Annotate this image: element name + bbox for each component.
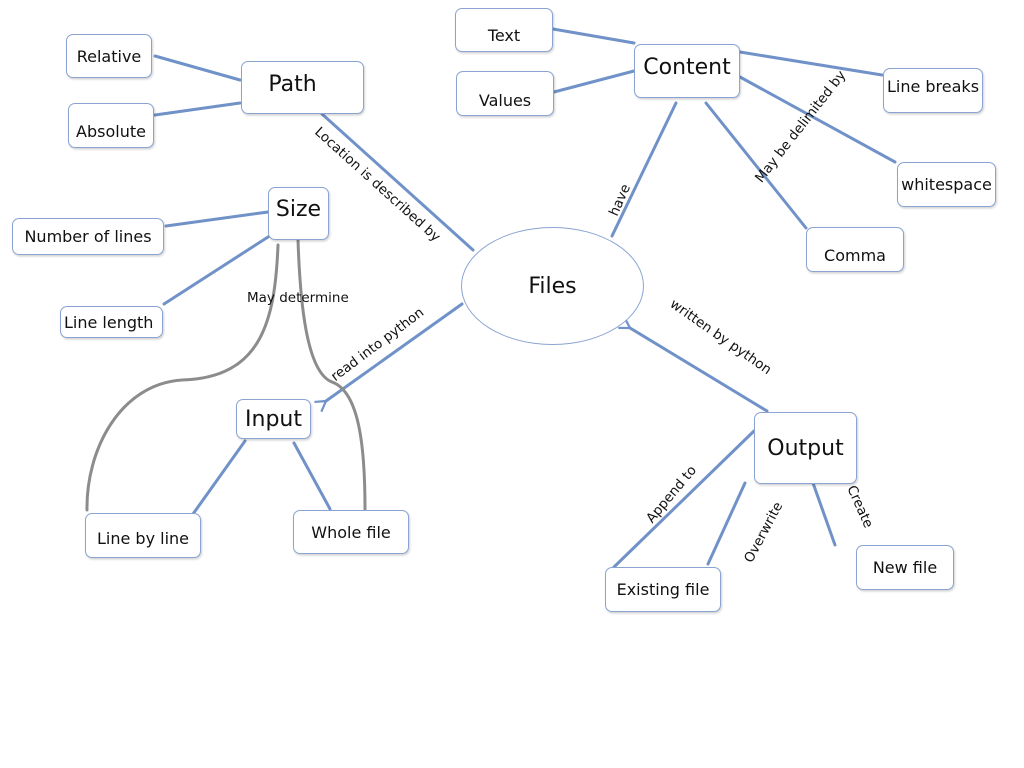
node-content[interactable]: Content [634,44,740,98]
edge-size-linelength [162,235,270,306]
node-label: Path [268,72,317,97]
node-label: Line breaks [886,77,980,96]
edge-content-linebreaks [738,50,884,77]
node-label: Relative [76,46,142,66]
edge-size-numlines [164,210,270,228]
node-relative[interactable]: Relative [66,34,152,78]
edge-files-input-arrow [326,302,464,401]
edge-content-values [552,69,636,94]
node-label: Input [245,406,302,432]
node-label: Values [478,91,532,110]
node-label: Size [275,197,322,222]
edge-content-comma-2 [704,101,808,230]
node-label: Content [643,55,731,80]
node-label: Absolute [76,122,146,141]
node-files[interactable]: Files [461,227,644,345]
edge-output-files-arrow [630,328,769,413]
node-input[interactable]: Input [236,399,311,439]
edge-input-wholefile [292,441,332,511]
node-existing-file[interactable]: Existing file [605,567,721,612]
node-path[interactable]: Path [241,61,364,114]
node-comma[interactable]: Comma [806,227,904,272]
node-label: Comma [824,246,886,265]
node-line-breaks[interactable]: Line breaks [883,68,983,113]
node-absolute[interactable]: Absolute [68,103,154,148]
curve-size-linebyline [85,243,280,512]
node-label: Line by line [96,529,189,548]
node-number-of-lines[interactable]: Number of lines [12,218,164,255]
node-whitespace[interactable]: whitespace [897,162,996,207]
edge-content-comma [610,101,678,238]
node-label: Files [528,273,577,299]
edge-input-linebyline [191,439,247,516]
node-whole-file[interactable]: Whole file [293,510,409,554]
node-label: Output [767,435,844,461]
node-line-by-line[interactable]: Line by line [85,513,201,558]
label-may-determine: May determine [247,290,349,306]
node-size[interactable]: Size [268,187,329,240]
edge-path-relative [153,54,242,82]
edge-content-text [551,27,636,45]
edge-output-existing [612,429,756,569]
node-text[interactable]: Text [455,8,553,52]
node-new-file[interactable]: New file [856,545,954,590]
node-label: Text [487,26,521,45]
edge-path-files [320,112,475,252]
node-label: Number of lines [24,227,152,246]
node-label: whitespace [901,175,992,194]
node-output[interactable]: Output [754,412,857,484]
node-label: Line length [64,312,154,332]
node-line-length[interactable]: Line length [60,306,163,338]
edge-output-newfile [811,481,837,547]
node-values[interactable]: Values [456,71,554,116]
edge-content-whitespace [738,75,897,164]
node-label: New file [872,558,938,577]
node-label: Existing file [616,580,710,599]
edge-output-existing-2 [706,481,747,566]
edge-path-absolute [153,101,242,117]
node-label: Whole file [311,522,391,542]
curve-size-wholefile [296,238,367,511]
